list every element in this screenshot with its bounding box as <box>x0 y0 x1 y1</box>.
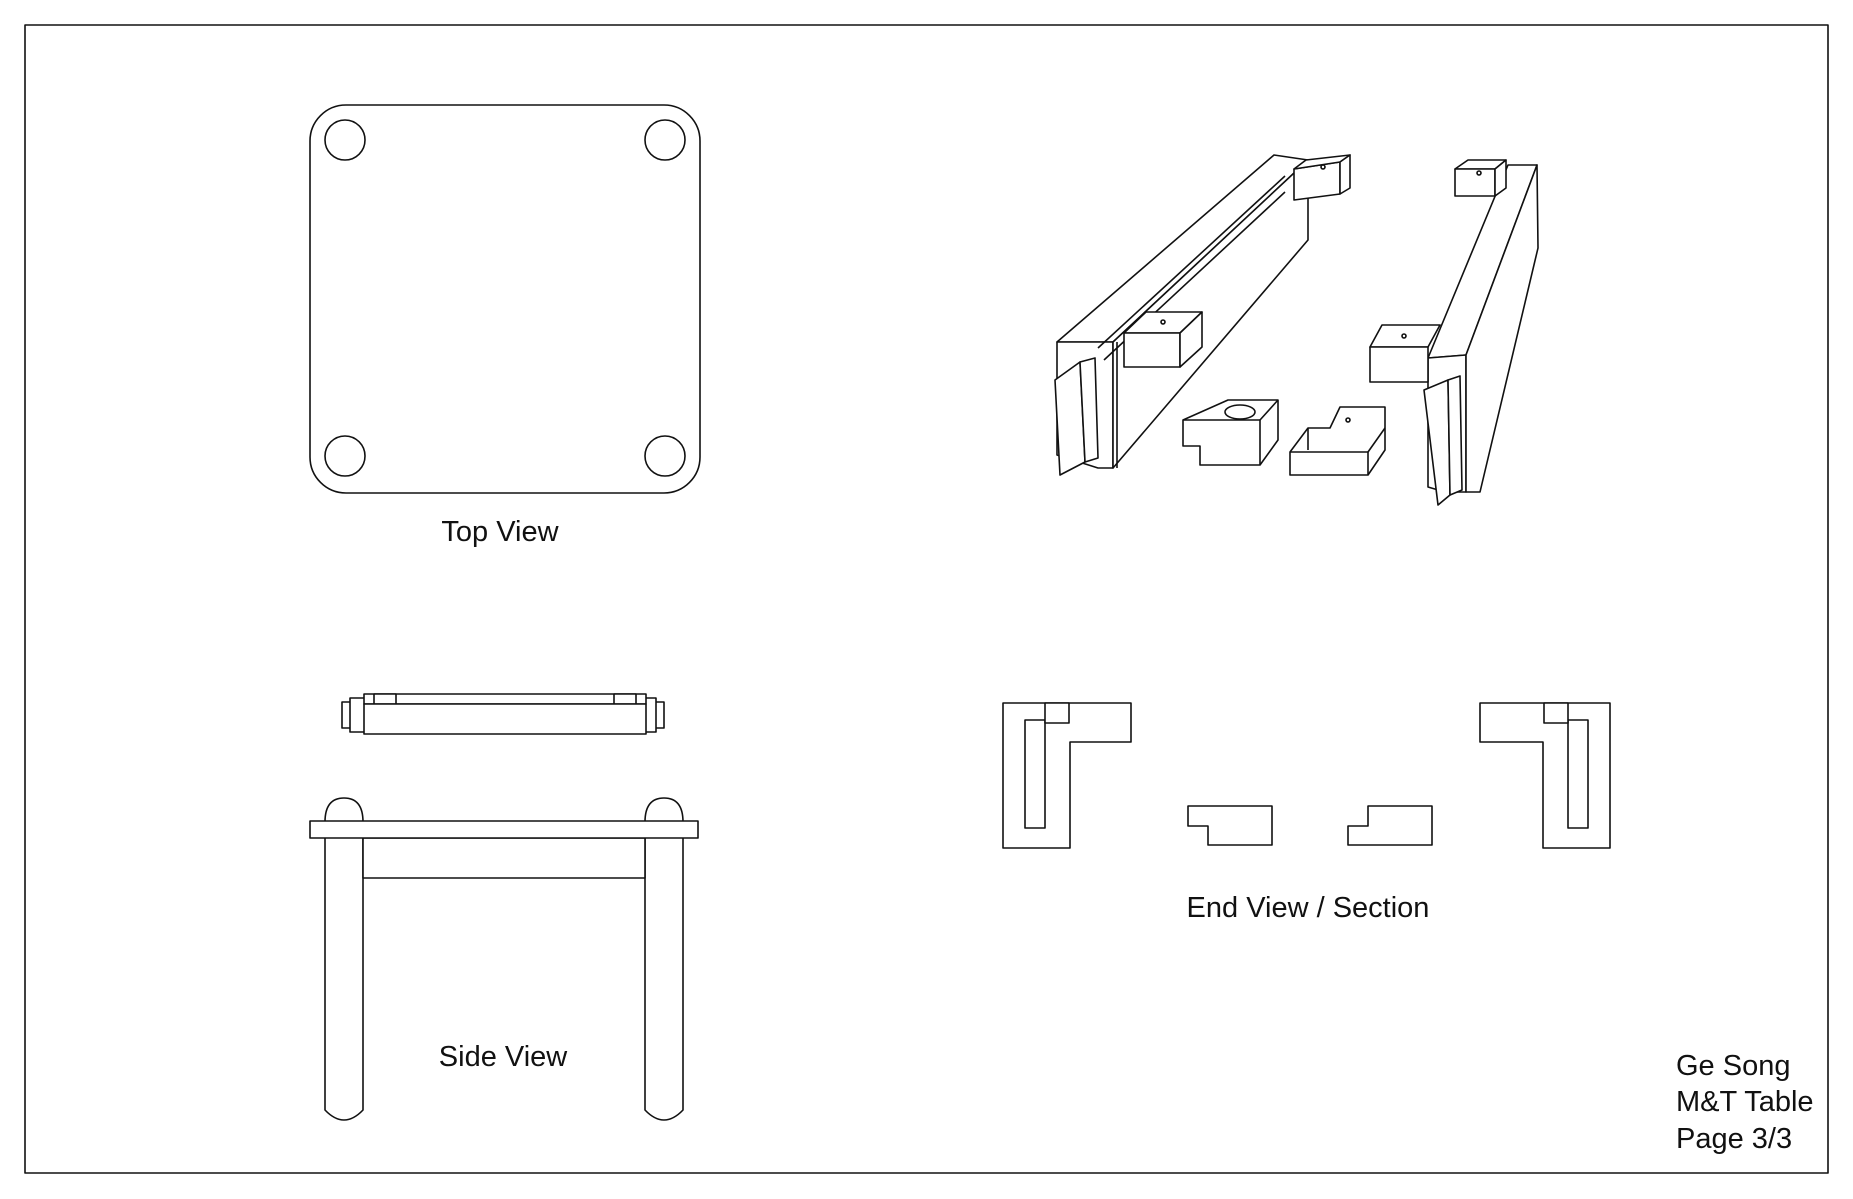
leg-left <box>324 821 364 1121</box>
top-view-label: Top View <box>441 516 559 548</box>
isometric-exploded-view <box>1054 154 1539 506</box>
leg-dome-left <box>324 797 364 823</box>
side-view-exploded-frame <box>341 693 665 735</box>
leg-hole-top-right <box>644 119 686 161</box>
side-view-label: Side View <box>439 1041 568 1073</box>
apron <box>362 837 646 879</box>
table-top-outline <box>309 104 701 494</box>
title-block-title: M&T Table <box>1676 1086 1814 1118</box>
leg-dome-right <box>644 797 684 823</box>
title-block-page: Page 3/3 <box>1676 1123 1792 1155</box>
title-block: Ge Song M&T Table Page 3/3 <box>1676 1050 1814 1155</box>
leg-hole-bottom-left <box>324 435 366 477</box>
table-top-side <box>309 820 699 839</box>
title-block-author: Ge Song <box>1676 1050 1790 1082</box>
notched-block <box>1289 406 1386 476</box>
leg-hole-bottom-right <box>644 435 686 477</box>
leg-right <box>644 821 684 1121</box>
side-view-assembled <box>309 797 699 1121</box>
end-view-label: End View / Section <box>1187 892 1430 924</box>
leg-hole-top-left <box>324 119 366 161</box>
sheet-border <box>24 24 1829 1174</box>
end-view-section <box>1002 702 1611 849</box>
top-view <box>309 104 701 494</box>
